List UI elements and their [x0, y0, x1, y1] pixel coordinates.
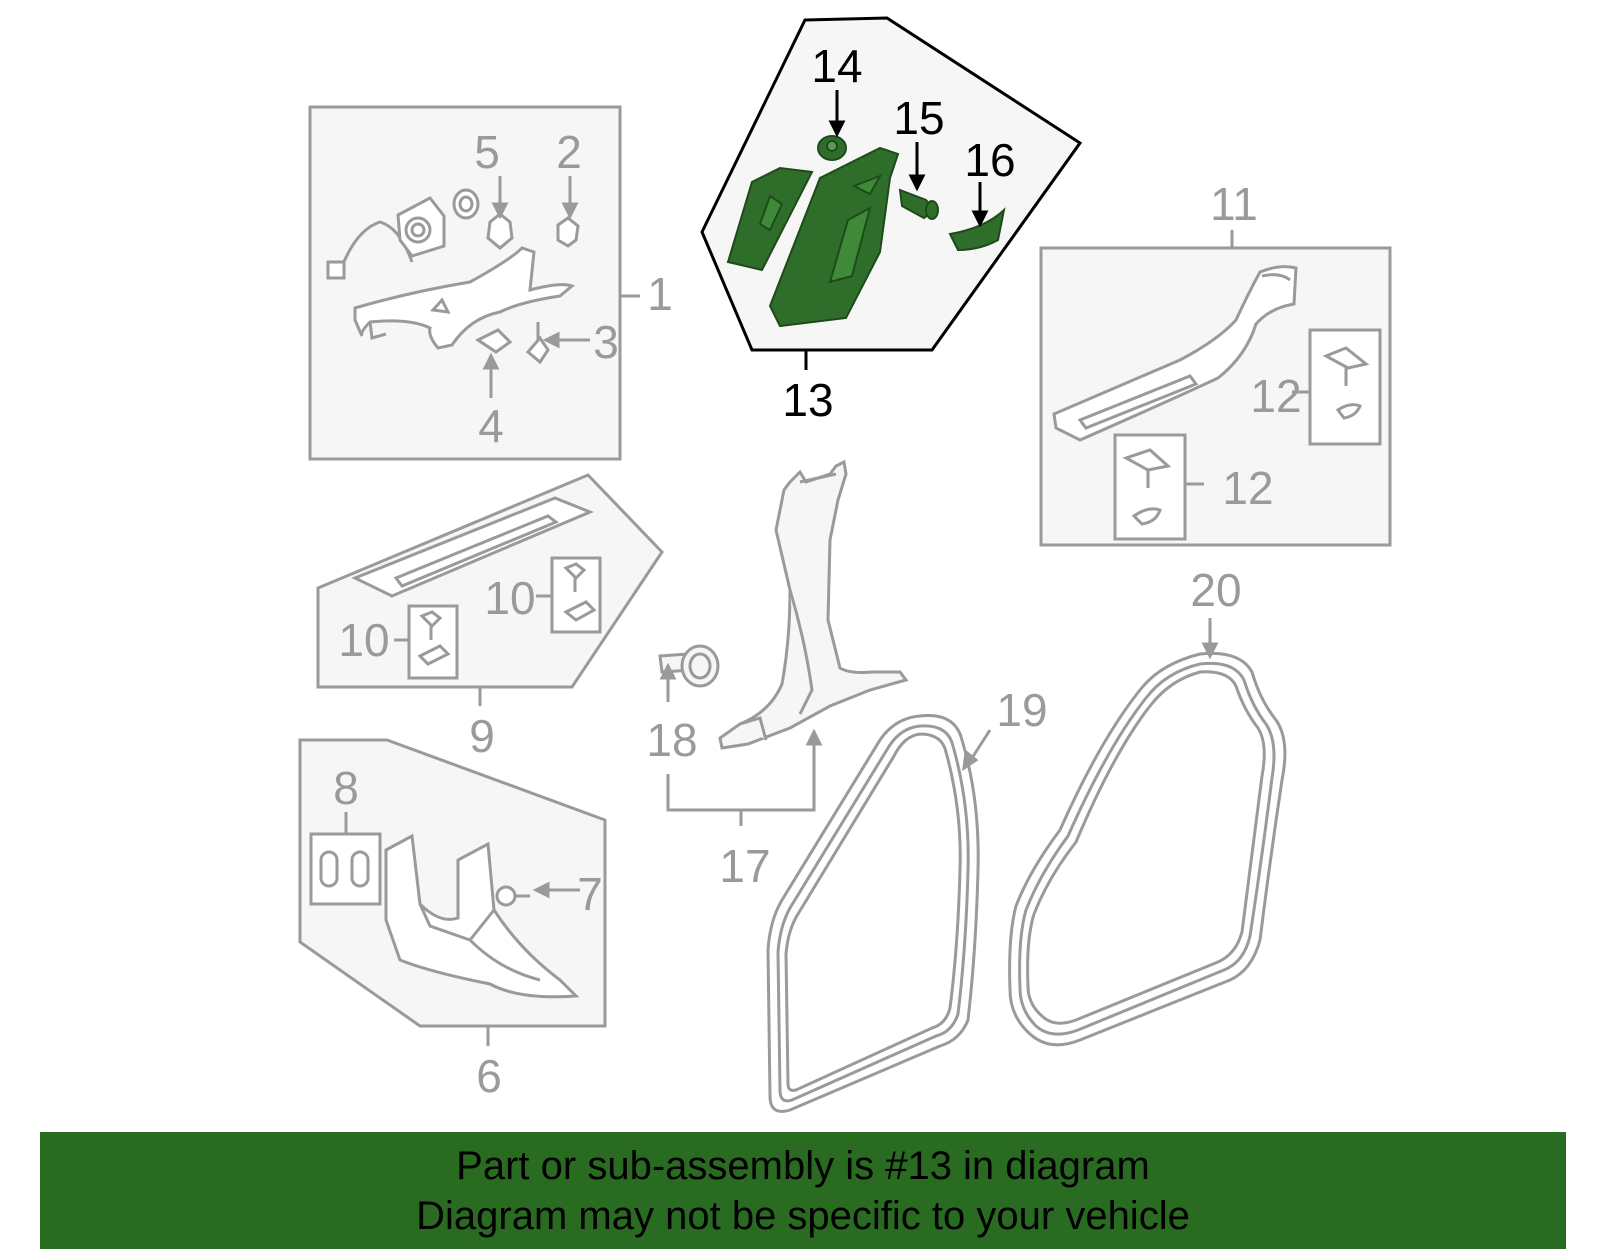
callout-10-left: 10 — [338, 614, 389, 666]
group-9-panel — [316, 473, 664, 689]
callout-5: 5 — [474, 126, 500, 178]
group-17-part — [658, 459, 909, 750]
callout-17: 17 — [719, 840, 770, 892]
banner-line-1: Part or sub-assembly is #13 in diagram — [456, 1143, 1150, 1188]
group-11-panel — [1039, 246, 1392, 547]
callout-4: 4 — [478, 400, 504, 452]
callout-20: 20 — [1190, 564, 1241, 616]
callout-19: 19 — [996, 684, 1047, 736]
group-1-leaders — [482, 176, 640, 398]
info-banner: Part or sub-assembly is #13 in diagram D… — [40, 1132, 1566, 1249]
callout-16: 16 — [964, 134, 1015, 186]
group-17-leaders — [659, 662, 823, 826]
callout-7: 7 — [577, 868, 603, 920]
callout-15: 15 — [893, 92, 944, 144]
callout-2: 2 — [556, 126, 582, 178]
group-6-leaders — [344, 812, 580, 1046]
weatherstrip-19 — [766, 714, 980, 1113]
callout-13: 13 — [782, 374, 833, 426]
callout-1: 1 — [647, 268, 673, 320]
weatherstrip-19-leader — [962, 729, 992, 772]
group-11-leaders — [1185, 230, 1310, 486]
callout-6: 6 — [476, 1050, 502, 1102]
group-13-leaders — [804, 90, 989, 370]
group-6-panel — [298, 738, 607, 1028]
weatherstrip-20-leader — [1201, 618, 1219, 660]
callout-12-upper: 12 — [1250, 370, 1301, 422]
callout-8: 8 — [333, 762, 359, 814]
callout-14: 14 — [811, 40, 862, 92]
callout-18: 18 — [646, 714, 697, 766]
callout-3: 3 — [593, 316, 619, 368]
callout-9: 9 — [469, 710, 495, 762]
group-1-panel — [308, 105, 622, 461]
banner-line-2: Diagram may not be specific to your vehi… — [416, 1193, 1190, 1238]
callout-11: 11 — [1210, 178, 1258, 230]
banner-background — [40, 1132, 1566, 1249]
weatherstrip-20 — [1008, 651, 1287, 1047]
highlighted-part-13 — [726, 135, 1006, 328]
group-9-leaders — [394, 594, 552, 706]
callout-10-right: 10 — [484, 572, 535, 624]
callout-12-lower: 12 — [1222, 462, 1273, 514]
